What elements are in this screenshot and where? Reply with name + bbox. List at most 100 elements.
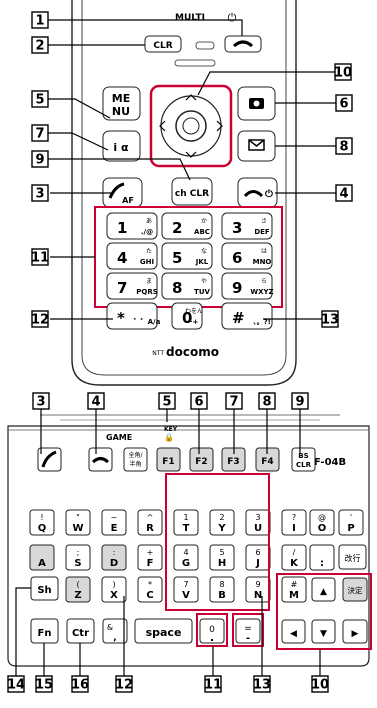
numpad-key-sub: ゛゜A/a bbox=[133, 317, 161, 326]
amp-key[interactable]: & , bbox=[102, 618, 128, 644]
callout-13: 13 bbox=[321, 310, 339, 328]
kb-down-key[interactable]: ▼ bbox=[311, 619, 336, 644]
callout-6: 6 bbox=[335, 94, 353, 112]
svg-text:半角: 半角 bbox=[129, 460, 141, 468]
kb-cursor-highlight bbox=[276, 573, 372, 650]
key-d[interactable]: :D bbox=[101, 544, 127, 571]
end-power-key[interactable]: ⏻ bbox=[237, 177, 278, 208]
mail-key[interactable] bbox=[237, 130, 276, 162]
equal-key[interactable]: = - bbox=[235, 618, 261, 644]
zenkaku-key[interactable]: 全角/ 半角 bbox=[123, 447, 148, 472]
svg-text:2: 2 bbox=[35, 39, 44, 54]
kb-end-key[interactable] bbox=[88, 447, 113, 472]
key-w[interactable]: "W bbox=[65, 509, 91, 536]
numpad-key-star[interactable]: *゛゜A/a bbox=[106, 302, 161, 330]
key-:[interactable]: : bbox=[309, 544, 335, 571]
key-main-char: A bbox=[38, 558, 46, 569]
key-a[interactable]: A bbox=[29, 544, 55, 571]
key-shift-char: ! bbox=[40, 513, 43, 522]
key-shift-char: * bbox=[148, 580, 152, 589]
key-z[interactable]: (Z bbox=[65, 576, 91, 603]
callout-12: 12 bbox=[115, 675, 133, 693]
multi-cursor-key[interactable] bbox=[149, 84, 233, 168]
key-shift-char: ' bbox=[350, 513, 352, 522]
callout-12: 12 bbox=[31, 310, 49, 328]
key-main-char: W bbox=[72, 523, 83, 534]
send-key[interactable]: AF bbox=[102, 177, 143, 208]
kb-left-key[interactable]: ◀ bbox=[281, 619, 306, 644]
key-r[interactable]: ^R bbox=[137, 509, 163, 536]
key-n[interactable]: 9N bbox=[245, 576, 271, 603]
key-s[interactable]: ;S bbox=[65, 544, 91, 571]
key-o[interactable]: @O bbox=[309, 509, 335, 536]
key-e[interactable]: ~E bbox=[101, 509, 127, 536]
ch-clr-key[interactable]: ch CLR bbox=[171, 177, 213, 206]
space-key[interactable]: space bbox=[134, 618, 193, 644]
fkey-f1[interactable]: F1 bbox=[156, 447, 181, 472]
power-icon: ⏻ bbox=[228, 11, 237, 24]
key-main-char: J bbox=[255, 558, 260, 569]
svg-text:7: 7 bbox=[35, 127, 44, 142]
svg-text:⏻: ⏻ bbox=[265, 188, 273, 200]
key-x[interactable]: )X bbox=[101, 576, 127, 603]
key-main-char: D bbox=[110, 558, 118, 569]
svg-text:13: 13 bbox=[253, 678, 271, 693]
key-main-char: O bbox=[318, 523, 327, 534]
key-k[interactable]: /K bbox=[281, 544, 307, 571]
key-j[interactable]: 6J bbox=[245, 544, 271, 571]
kb-numeric-highlight bbox=[165, 473, 270, 611]
key-y[interactable]: 2Y bbox=[209, 509, 235, 536]
menu-key[interactable]: ME NU bbox=[102, 86, 141, 121]
svg-text:Sh: Sh bbox=[37, 585, 51, 596]
key-i[interactable]: ?I bbox=[281, 509, 307, 536]
key-h[interactable]: 5H bbox=[209, 544, 235, 571]
key-q[interactable]: !Q bbox=[29, 509, 55, 536]
callout-5: 5 bbox=[31, 90, 49, 108]
fkey-f2[interactable]: F2 bbox=[189, 447, 214, 472]
fkey-f4[interactable]: F4 bbox=[255, 447, 280, 472]
callout-11: 11 bbox=[204, 675, 222, 693]
key-g[interactable]: 4G bbox=[173, 544, 199, 571]
key-m[interactable]: #M bbox=[281, 576, 307, 603]
key-c[interactable]: *C bbox=[137, 576, 163, 603]
end-key-top[interactable] bbox=[224, 35, 262, 53]
kb-up-key[interactable]: ▲ bbox=[311, 577, 336, 602]
camera-key[interactable] bbox=[237, 86, 276, 121]
numpad-key-main: 9 bbox=[232, 279, 242, 297]
numpad-key-hash[interactable]: #、。?! bbox=[221, 302, 273, 330]
kb-send-key[interactable] bbox=[37, 447, 62, 472]
key-p[interactable]: 'P bbox=[338, 509, 364, 536]
key-main-char: V bbox=[182, 590, 190, 601]
key-shift-char: 7 bbox=[183, 580, 188, 589]
enter-key[interactable]: 改行 bbox=[338, 544, 367, 570]
kb-right-key[interactable]: ▶ bbox=[342, 619, 368, 644]
key-shift-char: / bbox=[293, 548, 296, 557]
zero-key[interactable]: 0 . bbox=[199, 618, 225, 644]
key-b[interactable]: 8B bbox=[209, 576, 235, 603]
shift-key[interactable]: Sh bbox=[30, 576, 59, 601]
callout-16: 16 bbox=[71, 675, 89, 693]
key-u[interactable]: 3U bbox=[245, 509, 271, 536]
imode-key[interactable]: i α bbox=[102, 130, 141, 162]
key-v[interactable]: 7V bbox=[173, 576, 199, 603]
clr-key[interactable]: CLR bbox=[144, 35, 182, 53]
key-f[interactable]: +F bbox=[137, 544, 163, 571]
bs-clr-key[interactable]: BS CLR bbox=[291, 447, 316, 472]
key-t[interactable]: 1T bbox=[173, 509, 199, 536]
key-shift-char: # bbox=[291, 580, 298, 589]
fn-key[interactable]: Fn bbox=[30, 618, 59, 644]
svg-text:&: & bbox=[107, 623, 113, 632]
ctrl-key[interactable]: Ctr bbox=[66, 618, 95, 644]
kettei-key[interactable]: 決定 bbox=[342, 577, 368, 602]
